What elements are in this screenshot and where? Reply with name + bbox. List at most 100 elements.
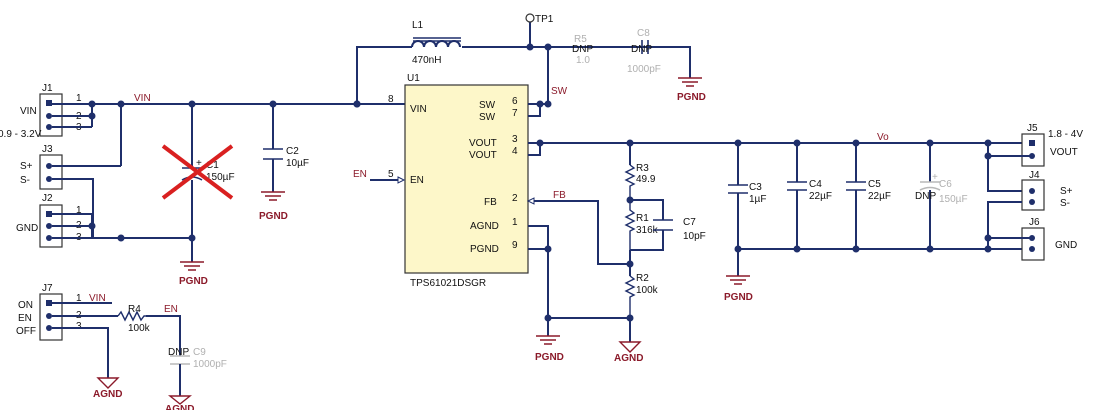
- capacitor-c4: C4 22µF: [787, 179, 832, 202]
- pin-num-2: 2: [512, 193, 518, 204]
- ground-pgnd-snubber: PGND: [677, 77, 706, 103]
- connector-j7: J7 ON EN OFF 1 2 3: [16, 283, 82, 341]
- c5-ref: C5: [868, 179, 881, 190]
- resistor-r3: R3 49.9: [624, 163, 656, 200]
- capacitor-c1: + C1 150µF: [161, 104, 235, 262]
- l1-ref: L1: [412, 20, 424, 31]
- dnp-cross-mark: [161, 144, 234, 200]
- pin-num-9: 9: [512, 240, 518, 251]
- ground-agnd-fb-label: AGND: [614, 353, 643, 364]
- c5-value: 22µF: [868, 191, 891, 202]
- ic-part: TPS61021DSGR: [410, 278, 486, 289]
- net-label-sw: SW: [551, 86, 568, 97]
- pin-num-7: 7: [512, 108, 518, 119]
- pin-num-8: 8: [388, 94, 394, 105]
- connector-j3: J3 S+ S-: [20, 144, 63, 190]
- c6-value: 150µF: [939, 194, 968, 205]
- pin-name-vin: VIN: [410, 104, 427, 115]
- r2-value: 100k: [636, 285, 659, 296]
- j7-label-off: OFF: [16, 326, 36, 337]
- j3-label-plus: S+: [20, 161, 33, 172]
- r5-value: 1.0: [576, 55, 590, 66]
- j5-range: 1.8 - 4V: [1048, 129, 1083, 140]
- j7-label-on: ON: [18, 300, 33, 311]
- j4-label-plus: S+: [1060, 186, 1073, 197]
- pin-name-vout4: VOUT: [469, 150, 497, 161]
- pin-name-sw7: SW: [479, 112, 496, 123]
- vout-rail: [528, 142, 1022, 156]
- r1-value: 316k: [636, 225, 659, 236]
- ground-pgnd-out: PGND: [724, 275, 753, 303]
- r5-ref: R5: [574, 34, 587, 45]
- j2-pin1: 1: [76, 205, 82, 216]
- ground-agnd-j7-label: AGND: [93, 389, 122, 400]
- ground-pgnd-u1-label: PGND: [535, 352, 564, 363]
- net-label-en-u1: EN: [353, 169, 367, 180]
- capacitor-c2: C2 10µF: [263, 104, 309, 192]
- resistor-r1: R1 316k: [624, 200, 659, 250]
- net-label-vin-j7: VIN: [89, 293, 106, 304]
- j7-pin1: 1: [76, 293, 82, 304]
- r5-dnp: DNP: [572, 44, 593, 55]
- c2-value: 10µF: [286, 158, 309, 169]
- j6-label: GND: [1055, 240, 1077, 251]
- inductor-l1: L1 470nH: [411, 20, 461, 66]
- resistor-r5: R5 DNP 1.0: [572, 34, 593, 66]
- j1-wires: [52, 103, 93, 128]
- ic-ref: U1: [407, 73, 420, 84]
- pin-name-fb: FB: [484, 197, 497, 208]
- j5-ref: J5: [1027, 123, 1038, 134]
- j5-label: VOUT: [1050, 147, 1078, 158]
- c6-dnp: DNP: [915, 191, 936, 202]
- c4-value: 22µF: [809, 191, 832, 202]
- resistor-r4: R4 100k: [117, 304, 151, 334]
- capacitor-c8: C8 DNP 1000pF: [627, 28, 661, 75]
- svg-text:+: +: [196, 158, 202, 169]
- c7-value: 10pF: [683, 231, 706, 242]
- c7-ref: C7: [683, 217, 696, 228]
- l1-value: 470nH: [412, 55, 441, 66]
- ground-agnd-c9-label: AGND: [165, 404, 194, 410]
- pin-num-3: 3: [512, 134, 518, 145]
- ic-u1: U1 TPS61021DSGR VIN 8 EN 5 SW 6 SW 7 VOU…: [388, 73, 529, 289]
- resistor-r2: R2 100k: [624, 273, 659, 318]
- c8-value: 1000pF: [627, 64, 661, 75]
- ground-pgnd-c2: PGND: [259, 191, 288, 222]
- ground-agnd-fb: AGND: [614, 341, 643, 364]
- capacitor-c9: DNP C9 1000pF: [168, 347, 227, 370]
- c4-ref: C4: [809, 179, 822, 190]
- r4-ref: R4: [128, 304, 141, 315]
- connector-j1: J1 VIN 0.9 - 3.2V 1 2 3: [0, 83, 82, 140]
- c9-ref: C9: [193, 347, 206, 358]
- pin-num-6: 6: [512, 96, 518, 107]
- pin-name-pgnd: PGND: [470, 244, 499, 255]
- j1-pin1: 1: [76, 93, 82, 104]
- ground-pgnd-c1-label: PGND: [179, 276, 208, 287]
- ground-agnd-j7: AGND: [93, 377, 122, 400]
- net-label-fb: FB: [553, 190, 566, 201]
- sw-node-wires: [356, 46, 664, 104]
- ground-pgnd-c2-label: PGND: [259, 211, 288, 222]
- ground-pgnd-snubber-label: PGND: [677, 92, 706, 103]
- j7-label-en: EN: [18, 313, 32, 324]
- c2-ref: C2: [286, 146, 299, 157]
- j1-ref: J1: [42, 83, 53, 94]
- connector-j5: J5 1.8 - 4V VOUT: [1021, 123, 1083, 167]
- j1-range: 0.9 - 3.2V: [0, 129, 42, 140]
- j3-label-minus: S-: [20, 175, 30, 186]
- capacitor-c5: C5 22µF: [846, 179, 891, 202]
- j4-ref: J4: [1029, 170, 1040, 181]
- capacitor-c7: C7 10pF: [653, 217, 706, 242]
- pin-name-sw6: SW: [479, 100, 496, 111]
- ground-agnd-c9: AGND: [165, 395, 194, 410]
- r3-value: 49.9: [636, 174, 656, 185]
- c3-ref: C3: [749, 182, 762, 193]
- testpoint-tp1: TP1: [525, 13, 554, 47]
- j4-label-minus: S-: [1060, 198, 1070, 209]
- net-label-en-j7: EN: [164, 304, 178, 315]
- r3-ref: R3: [636, 163, 649, 174]
- connector-j6: J6 GND: [1021, 217, 1077, 261]
- j7-ref: J7: [42, 283, 53, 294]
- j2-ref: J2: [42, 193, 53, 204]
